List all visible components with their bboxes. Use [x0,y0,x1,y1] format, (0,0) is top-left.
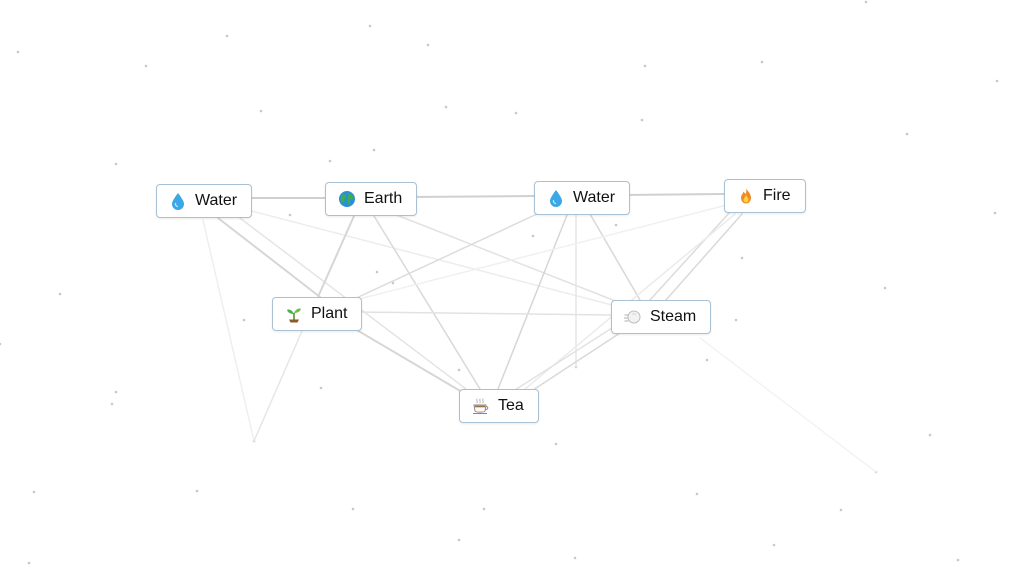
element-earth[interactable]: Earth [325,182,418,216]
earth-globe-icon [338,190,356,208]
element-label: Earth [364,190,403,207]
element-fire[interactable]: Fire [724,179,806,213]
element-tea[interactable]: Tea [459,389,539,423]
water-droplet-icon [547,189,565,207]
element-label: Tea [498,397,524,414]
element-water[interactable]: Water [534,181,631,215]
element-steam[interactable]: Steam [611,300,712,334]
element-label: Water [573,189,616,206]
steam-cloud-icon [624,308,642,326]
element-water[interactable]: Water [156,184,253,218]
element-label: Steam [650,308,697,325]
element-label: Water [195,192,238,209]
seedling-icon [285,305,303,323]
element-plant[interactable]: Plant [272,297,363,331]
edges [202,193,877,473]
element-label: Plant [311,305,348,322]
water-droplet-icon [169,192,187,210]
fire-icon [737,187,755,205]
background-dots [0,0,999,565]
element-label: Fire [763,187,791,204]
tea-cup-icon [472,397,490,415]
